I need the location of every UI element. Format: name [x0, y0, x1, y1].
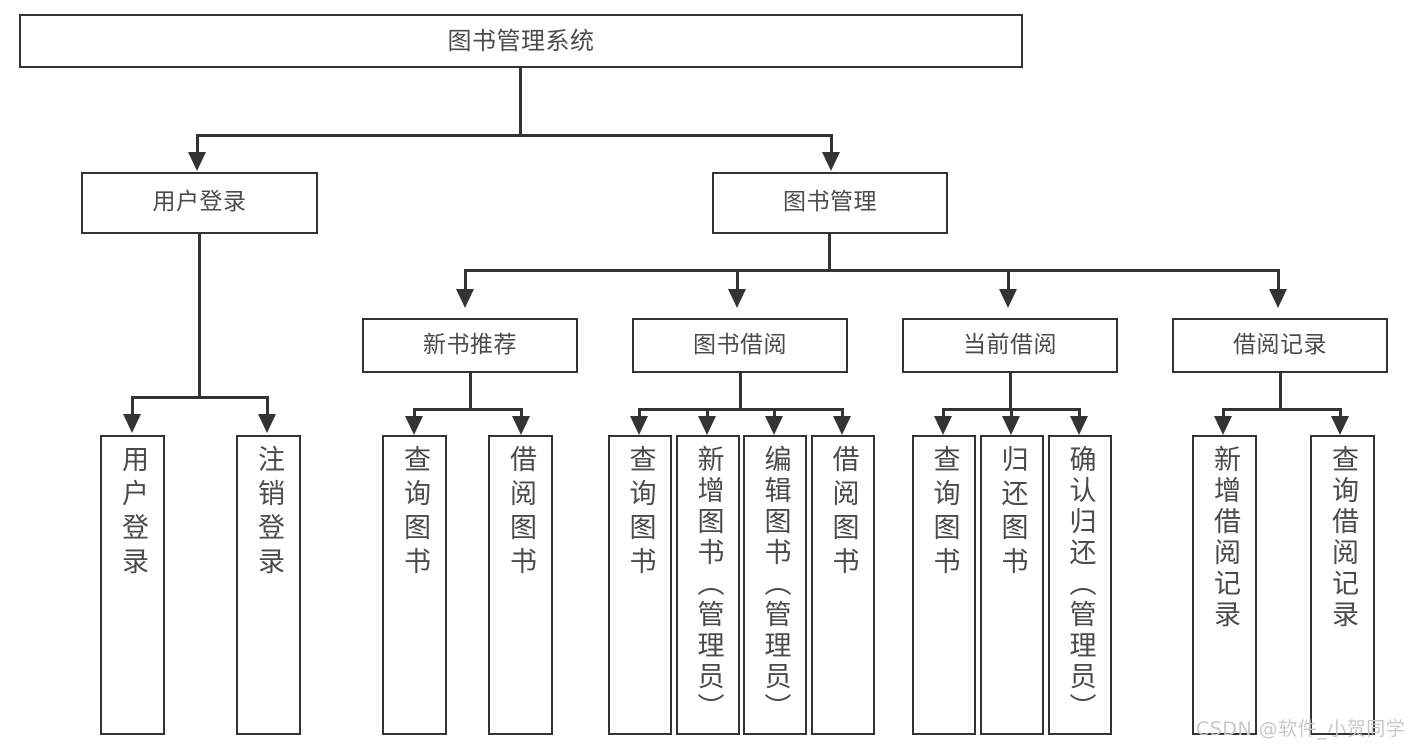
leaf-cb-return-books[interactable]: 归还图书 — [980, 435, 1044, 735]
connector-bm-drop-1 — [464, 269, 467, 291]
node-book-management[interactable]: 图书管理 — [712, 172, 948, 234]
leaf-label: 新增借阅记录 — [1209, 445, 1240, 631]
leaf-cb-query-books[interactable]: 查询图书 — [912, 435, 976, 735]
arrow-bb-to-leaf-3 — [765, 416, 783, 435]
connector-user-login-drop-1 — [131, 396, 134, 416]
arrow-bb-to-leaf-2 — [698, 416, 716, 435]
watermark-text: CSDN @软件_小贺同学 — [1196, 718, 1405, 740]
leaf-cb-confirm-return-admin[interactable]: 确认归还（管理员） — [1048, 435, 1112, 735]
leaf-nbr-query-books[interactable]: 查询图书 — [382, 435, 447, 735]
node-new-book-recommend[interactable]: 新书推荐 — [362, 318, 578, 373]
leaf-label: 查询借阅记录 — [1327, 445, 1358, 631]
leaf-label: 编辑图书（管理员） — [759, 445, 791, 724]
arrow-user-login-to-leaf-2 — [258, 414, 276, 433]
connector-bb-bus — [638, 408, 844, 411]
arrow-root-to-user-login — [188, 152, 206, 171]
arrow-bb-to-leaf-1 — [630, 416, 648, 435]
arrow-nbr-to-leaf-2 — [512, 416, 530, 435]
connector-nbr-drop-2 — [520, 408, 523, 418]
arrow-cb-to-leaf-3 — [1070, 416, 1088, 435]
connector-root-stem — [519, 68, 522, 136]
node-book-borrow[interactable]: 图书借阅 — [632, 318, 848, 373]
node-label: 新书推荐 — [423, 331, 517, 358]
connector-br-drop-1 — [1222, 408, 1225, 418]
connector-book-management-stem — [828, 233, 831, 271]
connector-cb-drop-1 — [942, 408, 945, 418]
leaf-bb-add-book-admin[interactable]: 新增图书（管理员） — [676, 435, 740, 735]
arrow-root-to-book-management — [822, 152, 840, 171]
leaf-nbr-borrow-books[interactable]: 借阅图书 — [488, 435, 553, 735]
node-current-borrow[interactable]: 当前借阅 — [902, 318, 1118, 373]
leaf-bb-query-books[interactable]: 查询图书 — [608, 435, 672, 735]
node-borrow-record[interactable]: 借阅记录 — [1172, 318, 1388, 373]
node-root-book-management-system[interactable]: 图书管理系统 — [19, 14, 1023, 68]
connector-root-bus — [196, 134, 833, 137]
leaf-label: 注销登录 — [253, 445, 284, 581]
connector-cb-stem — [1009, 373, 1012, 410]
arrow-nbr-to-leaf-1 — [405, 416, 423, 435]
connector-book-management-bus — [464, 269, 1280, 272]
connector-user-login-drop-2 — [266, 396, 269, 416]
arrow-cb-to-leaf-1 — [934, 416, 952, 435]
connector-br-drop-2 — [1339, 408, 1342, 418]
connector-bm-drop-3 — [1007, 269, 1010, 291]
connector-bb-drop-4 — [841, 408, 844, 418]
arrow-user-login-to-leaf-1 — [123, 414, 141, 433]
node-label: 图书管理 — [783, 189, 877, 216]
connector-bb-drop-1 — [638, 408, 641, 418]
node-label: 借阅记录 — [1233, 331, 1327, 358]
connector-user-login-stem — [198, 234, 201, 398]
node-label: 用户登录 — [152, 189, 247, 216]
connector-bb-drop-2 — [706, 408, 709, 418]
arrow-bm-to-borrow-record — [1269, 289, 1287, 308]
connector-cb-drop-2 — [1010, 408, 1013, 418]
node-label: 当前借阅 — [963, 331, 1057, 358]
leaf-br-query-record[interactable]: 查询借阅记录 — [1310, 435, 1375, 735]
connector-bb-stem — [739, 373, 742, 410]
node-label: 图书借阅 — [693, 331, 787, 358]
arrow-bm-to-new-book-recommend — [456, 289, 474, 308]
leaf-user-login-logout[interactable]: 注销登录 — [236, 435, 301, 735]
connector-cb-drop-3 — [1078, 408, 1081, 418]
arrow-bm-to-current-borrow — [999, 289, 1017, 308]
arrow-br-to-leaf-2 — [1331, 416, 1349, 435]
connector-nbr-drop-1 — [413, 408, 416, 418]
connector-bm-drop-4 — [1277, 269, 1280, 291]
leaf-br-add-record[interactable]: 新增借阅记录 — [1192, 435, 1257, 735]
leaf-bb-edit-book-admin[interactable]: 编辑图书（管理员） — [743, 435, 807, 735]
node-user-login[interactable]: 用户登录 — [81, 172, 318, 234]
connector-br-bus — [1222, 408, 1342, 411]
connector-user-login-bus — [131, 396, 268, 399]
leaf-label: 查询图书 — [624, 445, 656, 581]
arrow-cb-to-leaf-2 — [1002, 416, 1020, 435]
leaf-label: 确认归还（管理员） — [1064, 445, 1096, 724]
connector-nbr-stem — [469, 373, 472, 410]
connector-nbr-bus — [413, 408, 523, 411]
arrow-br-to-leaf-1 — [1214, 416, 1232, 435]
leaf-label: 借阅图书 — [827, 445, 859, 581]
connector-bb-drop-3 — [773, 408, 776, 418]
leaf-label: 用户登录 — [117, 445, 148, 581]
connector-root-to-book-management — [830, 134, 833, 154]
leaf-user-login-login[interactable]: 用户登录 — [100, 435, 165, 735]
leaf-label: 查询图书 — [928, 445, 960, 581]
connector-bm-drop-2 — [736, 269, 739, 291]
connector-root-to-user-login — [196, 134, 199, 154]
leaf-label: 归还图书 — [996, 445, 1028, 581]
leaf-label: 借阅图书 — [505, 445, 536, 581]
leaf-bb-borrow-books[interactable]: 借阅图书 — [811, 435, 875, 735]
leaf-label: 新增图书（管理员） — [692, 445, 724, 724]
leaf-label: 查询图书 — [399, 445, 430, 581]
arrow-bm-to-book-borrow — [728, 289, 746, 308]
arrow-bb-to-leaf-4 — [833, 416, 851, 435]
node-label: 图书管理系统 — [447, 26, 595, 55]
connector-br-stem — [1279, 373, 1282, 410]
